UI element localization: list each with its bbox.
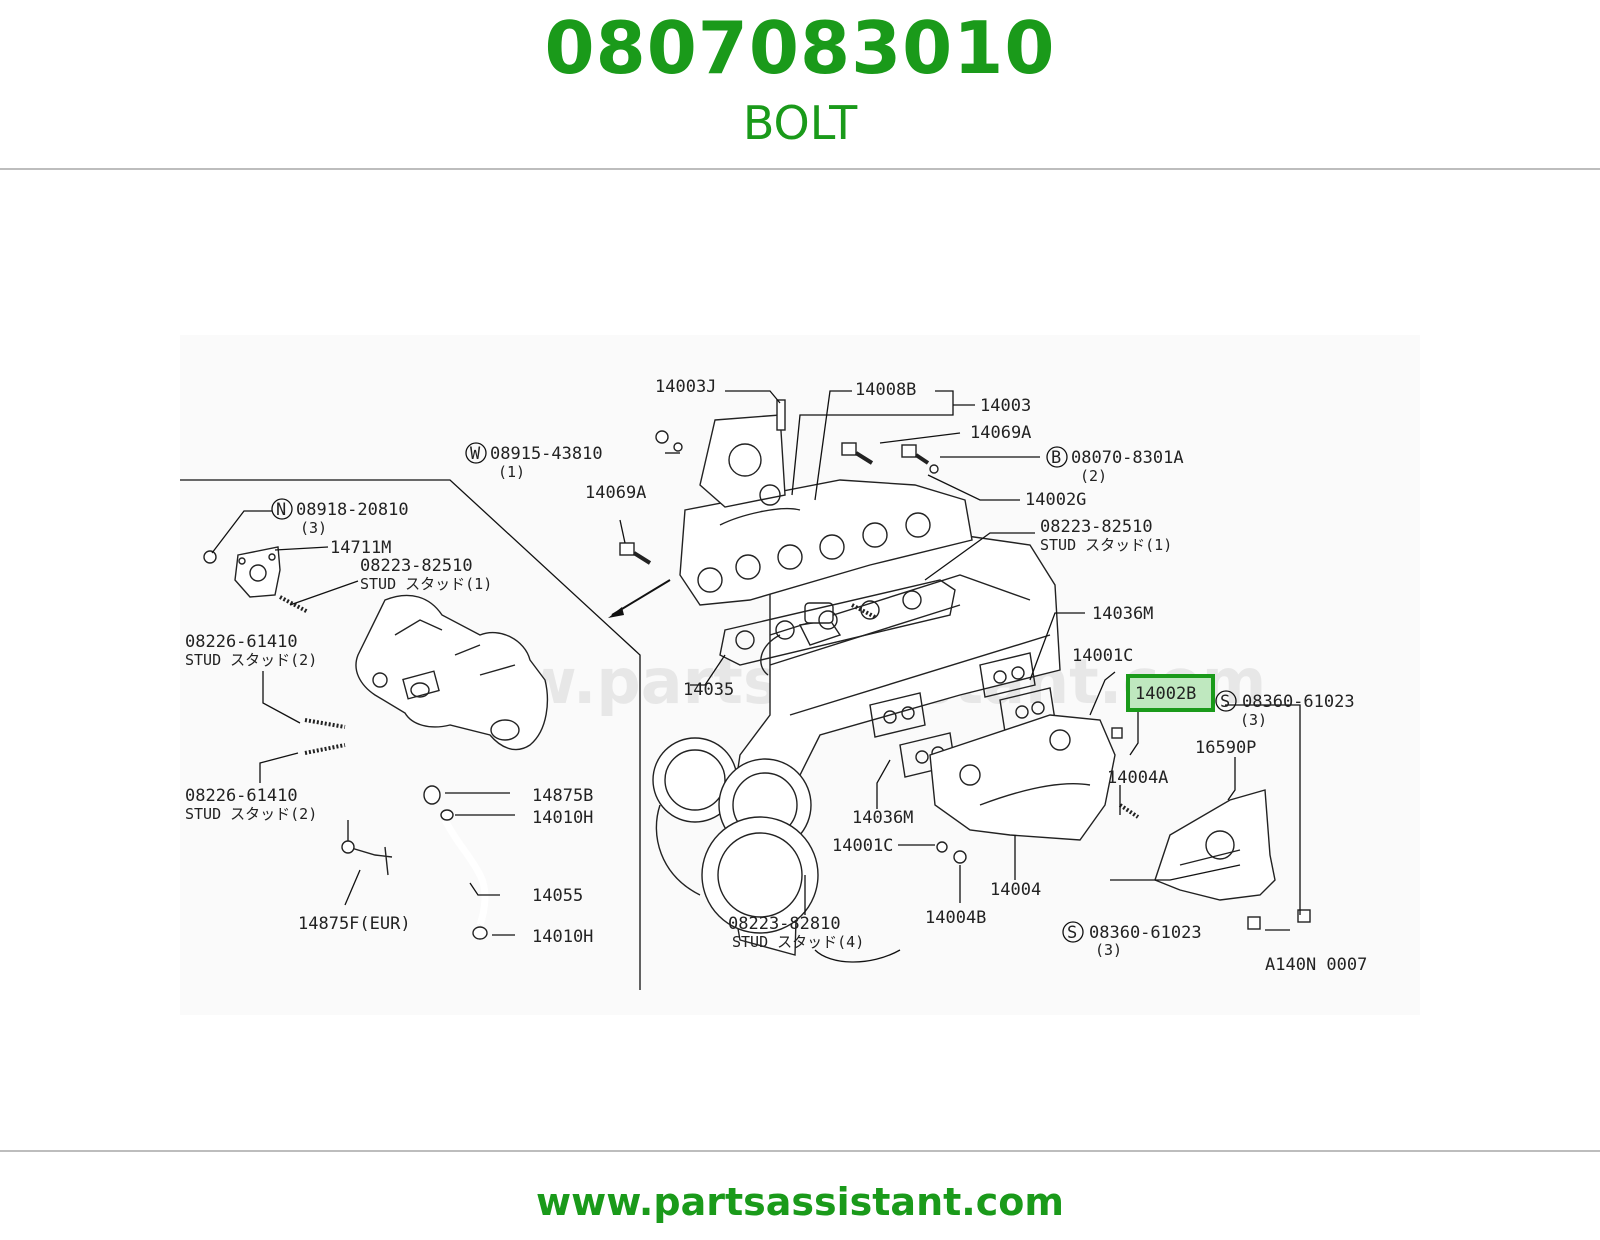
site-url[interactable]: www.partsassistant.com xyxy=(536,1180,1064,1224)
qty-b: (2) xyxy=(1080,467,1107,485)
label-14010H-bottom: 14010H xyxy=(532,927,593,947)
diagram-code: A140N 0007 xyxy=(1265,955,1367,975)
label-14004: 14004 xyxy=(990,880,1041,900)
label-08918-20810: 08918-20810 xyxy=(296,500,409,520)
pipe-fitting xyxy=(341,820,393,876)
code-b: B xyxy=(1051,448,1061,468)
label-stud-qty1-left: STUD スタッド(1) xyxy=(360,575,492,593)
label-16590P: 16590P xyxy=(1195,738,1256,758)
nut-icon xyxy=(203,550,217,564)
label-stud-qty2-a: STUD スタッド(2) xyxy=(185,651,317,669)
water-outlet-gasket xyxy=(234,546,281,598)
stud-icon xyxy=(851,603,876,619)
qty-n: (3) xyxy=(300,519,327,537)
label-14010H-top: 14010H xyxy=(532,808,593,828)
label-14875F-eur: 14875F(EUR) xyxy=(298,914,411,934)
pulley-assembly xyxy=(652,737,819,934)
label-stud-qty1-right: STUD スタッド(1) xyxy=(1040,536,1172,554)
code-s-1: S xyxy=(1220,692,1230,712)
nut-icon xyxy=(953,850,967,864)
label-stud-08226-61410-a: 08226-61410 xyxy=(185,632,298,652)
washer-icon xyxy=(929,464,939,474)
label-14035: 14035 xyxy=(683,680,734,700)
highlight-box xyxy=(1126,674,1215,712)
code-circle-n xyxy=(271,498,293,520)
panel-divider xyxy=(180,479,641,990)
label-14711M: 14711M xyxy=(330,538,391,558)
bolt-icon xyxy=(1111,727,1311,930)
label-14002G: 14002G xyxy=(1025,490,1086,510)
label-stud-08223-82510-left: 08223-82510 xyxy=(360,556,473,576)
qty-w: (1) xyxy=(498,463,525,481)
stud-icon xyxy=(776,399,786,431)
label-14875B: 14875B xyxy=(532,786,593,806)
code-circle-s-2 xyxy=(1062,921,1084,943)
bolt-icon xyxy=(619,442,930,565)
stud-icon xyxy=(279,595,346,755)
exhaust-manifold xyxy=(929,714,1116,841)
code-n: N xyxy=(276,500,286,520)
qty-s-1: (3) xyxy=(1240,711,1267,729)
label-08915-43810: 08915-43810 xyxy=(490,444,603,464)
header-divider xyxy=(0,168,1600,170)
label-14003J: 14003J xyxy=(655,377,716,397)
label-08360-61023-b: 08360-61023 xyxy=(1089,923,1202,943)
footer-divider xyxy=(0,1150,1600,1152)
exhaust-manifold-gasket xyxy=(869,652,1056,778)
code-circle-w xyxy=(465,442,487,464)
label-14008B: 14008B xyxy=(855,380,916,400)
label-stud-qty2-b: STUD スタッド(2) xyxy=(185,805,317,823)
part-number: 0807083010 xyxy=(544,6,1056,90)
label-stud-08226-61410-b: 08226-61410 xyxy=(185,786,298,806)
leader-curve xyxy=(814,949,901,963)
label-14055: 14055 xyxy=(532,886,583,906)
direction-arrow-head xyxy=(608,607,624,618)
label-14001C-bottom: 14001C xyxy=(832,836,893,856)
label-14004B: 14004B xyxy=(925,908,986,928)
label-14069A-left: 14069A xyxy=(585,483,646,503)
label-14069A-top: 14069A xyxy=(970,423,1031,443)
label-08360-61023-a: 08360-61023 xyxy=(1242,692,1355,712)
label-14004A: 14004A xyxy=(1107,768,1168,788)
part-labels: 14003J 14008B 14003 14069A W 08915-43810… xyxy=(185,377,1367,975)
washer-icon xyxy=(673,442,683,452)
nut-icon xyxy=(655,430,669,444)
label-14036M-top: 14036M xyxy=(1092,604,1153,624)
heat-insulator xyxy=(1154,789,1276,901)
label-14001C-top: 14001C xyxy=(1072,646,1133,666)
code-w: W xyxy=(470,444,481,464)
nut-icon xyxy=(936,841,948,853)
label-08070-8301A: 08070-8301A xyxy=(1071,448,1184,468)
leader-lines xyxy=(211,390,1301,936)
intake-manifold-gasket xyxy=(719,579,956,666)
label-stud-08223-82810: 08223-82810 xyxy=(728,914,841,934)
label-stud-08223-82510-right: 08223-82510 xyxy=(1040,517,1153,537)
qty-s-2: (3) xyxy=(1095,941,1122,959)
water-outlet-assembly xyxy=(355,594,549,751)
code-circle-b xyxy=(1046,446,1068,468)
code-s-2: S xyxy=(1067,923,1077,943)
page-header: 0807083010 BOLT xyxy=(0,0,1600,170)
part-name: BOLT xyxy=(742,96,858,150)
label-14036M-bottom: 14036M xyxy=(852,808,913,828)
label-14002B-highlighted: 14002B xyxy=(1135,684,1196,704)
code-circle-s-1 xyxy=(1215,690,1237,712)
intake-manifold xyxy=(679,414,973,606)
label-14003: 14003 xyxy=(980,396,1031,416)
label-stud-qty4: STUD スタッド(4) xyxy=(732,933,864,951)
parts-diagram: www.partsassistant.com xyxy=(180,335,1420,1015)
water-hose xyxy=(423,785,489,940)
